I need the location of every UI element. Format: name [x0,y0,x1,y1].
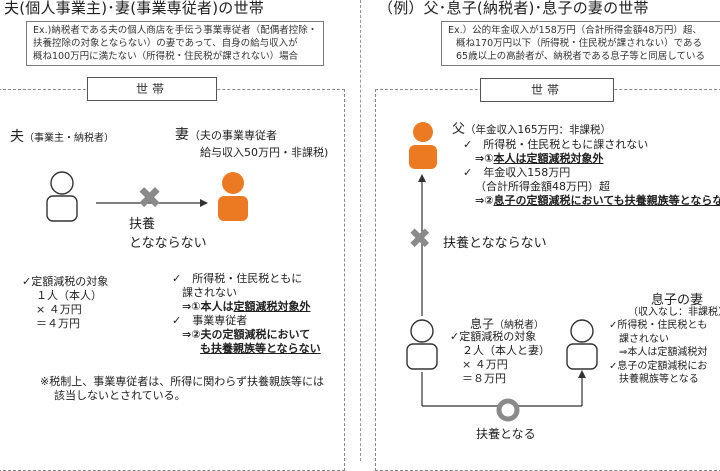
calc-line: ＝８万円 [462,372,506,385]
wife-check-2: ✓ 事業専従者 [172,314,248,327]
calc-line: １人（本人） [36,289,102,302]
wife-check-1: ✓ 所得税・住民税ともに [172,272,303,285]
right-vertical-arrow [418,174,426,316]
panel-divider [360,0,361,461]
son-wife-line: ✓息子の定額減税にお [609,360,708,372]
wife-check-1b: 課されない [182,286,237,299]
son-role: （納税者） [494,320,545,331]
note-line: 概ね100万円に満たない（所得税・住民税が課されない）場合 [33,51,299,62]
right-household-label: 世帯 [480,78,614,102]
wife-label: 妻（夫の事業専従者 [175,128,277,143]
right-cross-icon: ✖ [408,222,432,255]
right-not-dependent-text: 扶養となならない [443,236,547,251]
left-cross-icon: ✖ [137,181,163,216]
son-name: 息子 [470,317,495,331]
calc-line: × ４万円 [462,358,508,371]
son-label: 息子（納税者） [470,317,544,333]
calc-line: × ４万円 [36,303,82,316]
wife-arrow-1: ⇒①本人は定額減税対象外 [182,300,311,313]
son-wife-line: ⇒本人は定額減税対 [619,347,708,358]
son-wife-details: ✓所得税・住民税とも 課されない ⇒本人は定額減税対 ✓息子の定額減税にお 扶養… [609,319,707,387]
left-title: 夫(個人事業主)･妻(事業専従者)の世帯 [4,0,264,17]
wife-person-icon [218,172,248,221]
son-wife-income: （収入なし：非課税） [628,307,720,318]
calc-line: ✓定額減税の対象 [450,330,537,343]
wife-name: 妻 [175,127,189,143]
calc-line: ２人（本人と妻） [462,344,550,357]
note-line: 65歳以上の高齢者が、納税者である息子等と同居している [456,51,706,62]
husband-person-icon [46,171,78,222]
wife-income: 給与収入50万円・非課税) [200,146,329,159]
son-wife-line: 扶養親族等となる [619,374,699,385]
right-dependent-text: 扶養となる [476,427,536,441]
right-example-note: Ex.）公的年金収入が158万円（合計所得金額48万円）超、 概ね170万円以下… [441,21,720,66]
not-dependent-line: 扶養 [129,217,156,232]
son-wife-line: 課されない [619,333,669,345]
right-title: （例）父･息子(納税者)･息子の妻の世帯 [378,0,649,17]
father-check-1: ✓ 所得税・住民税ともに課されない [463,138,649,151]
left-dependency-arrow [96,199,208,207]
left-not-dependent-text: 扶養 となならない [129,217,207,251]
father-name: 父 [452,122,466,137]
calc-line: ✓定額減税の対象 [22,275,109,288]
father-details: ✓ 所得税・住民税ともに課されない ⇒①本人は定額減税対象外 ✓ 年金収入158… [463,138,720,208]
husband-label: 夫（事業主・納税者） [10,130,114,146]
calc-line: ＝４万円 [36,317,80,330]
left-example-note: Ex.)納税者である夫の個人商店を手伝う事業専従者（配偶者控除・ 扶養控除の対象… [26,21,325,66]
son-wife-name: 息子の妻 [651,293,704,308]
not-dependent-line: となならない [129,236,207,251]
wife-arrow-2b: も扶養親族等とならない [200,342,321,355]
father-arrow-2: ⇒②息子の定額減税においても扶養親族等とならない [475,194,720,207]
father-check-2b: （合計所得金額48万円）超 [475,180,610,193]
note-line: 扶養控除の対象とならない）の妻であって、自身の給与収入が [33,38,298,49]
husband-calc: ✓定額減税の対象 １人（本人） × ４万円 ＝４万円 [22,275,108,331]
note-line: Ex.）公的年金収入が158万円（合計所得金額48万円）超、 [448,25,702,36]
father-person-icon [409,122,437,169]
left-footnote: ※税制上、事業専従者は、所得に関わらず扶養親族等には 該当しないとされている。 [40,375,324,403]
wife-arrow-2: ⇒②夫の定額減税において [182,328,311,341]
left-household-label: 世帯 [87,77,217,101]
father-income: （年金収入165万円：非課税） [465,124,612,136]
husband-role: （事業主・納税者） [24,133,114,144]
wife-calc: ✓ 所得税・住民税ともに 課されない ⇒①本人は定額減税対象外 ✓ 事業専従者 … [172,272,321,356]
son-wife-person-icon [566,319,598,370]
note-line: Ex.)納税者である夫の個人商店を手伝う事業専従者（配偶者控除・ [33,25,318,36]
father-label: 父（年金収入165万円：非課税） [452,123,611,137]
son-person-icon [406,319,438,370]
footnote-line: 該当しないとされている。 [54,389,186,402]
husband-name: 夫 [10,129,24,145]
son-wife-line: ✓所得税・住民税とも [609,320,708,331]
father-arrow-1: ⇒①本人は定額減税対象外 [475,152,604,165]
circle-ok-icon [496,398,520,422]
note-line: 概ね170万円以下（所得税・住民税が課されない）である [456,38,703,49]
father-check-2: ✓ 年金収入158万円 [463,166,571,179]
footnote-line: ※税制上、事業専従者は、所得に関わらず扶養親族等には [40,375,324,388]
son-calc: ✓定額減税の対象 ２人（本人と妻） × ４万円 ＝８万円 [450,330,550,386]
wife-role: （夫の事業専従者 [189,129,277,142]
